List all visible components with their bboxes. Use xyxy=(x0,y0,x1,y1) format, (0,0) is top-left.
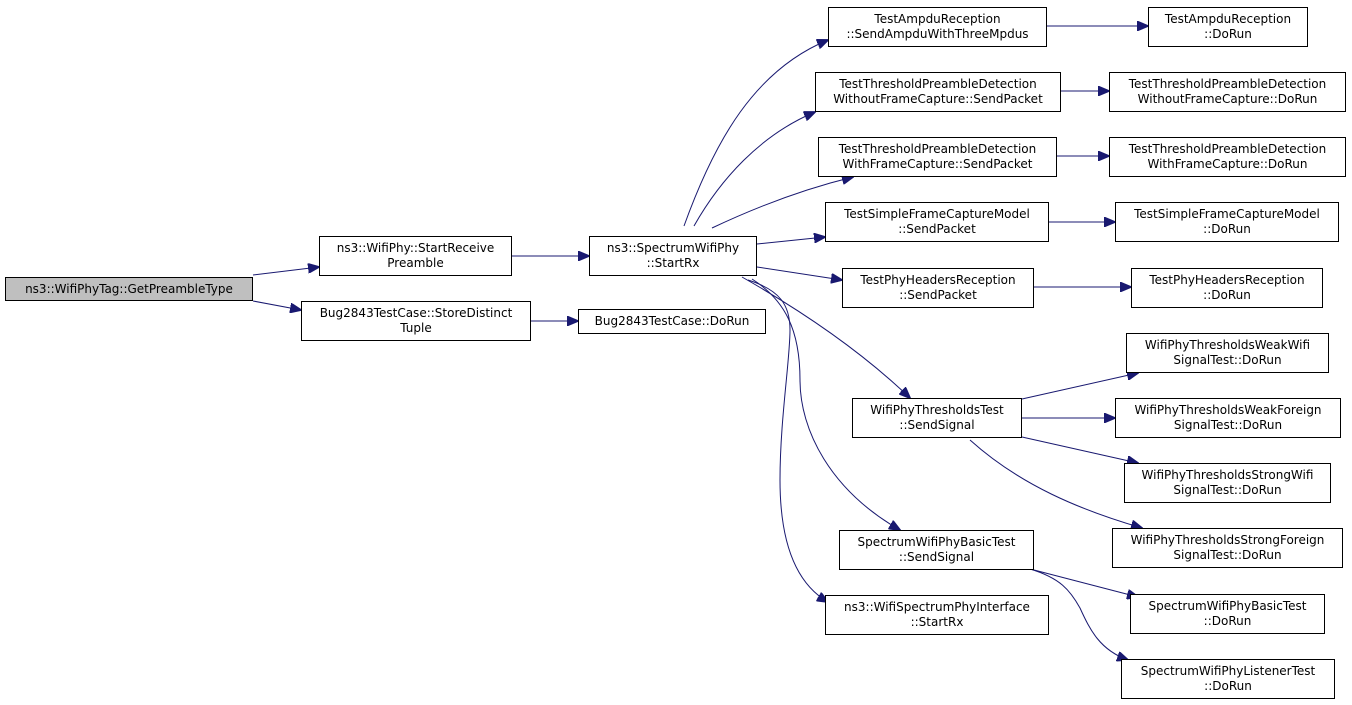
node-label-line: SpectrumWifiPhyBasicTest xyxy=(1148,599,1307,613)
node-wifiphy-startreceivepreamble[interactable]: ns3::WifiPhy::StartReceive Preamble xyxy=(319,236,512,276)
node-label-line: ::StartRx xyxy=(910,615,964,629)
node-phyheadersreception-sendpacket[interactable]: TestPhyHeadersReception ::SendPacket xyxy=(842,268,1034,308)
edge-swpbdorun-to-swpb xyxy=(1033,569,1138,597)
node-label-line: WithFrameCapture::SendPacket xyxy=(842,157,1033,171)
node-strongforeignsignaltest-dorun[interactable]: WifiPhyThresholdsStrongForeign SignalTes… xyxy=(1112,528,1343,568)
edge-strongwifi-to-wpt xyxy=(1021,436,1138,463)
node-label-line: ::SendPacket xyxy=(898,222,976,236)
edge-ampdu-to-startrx xyxy=(683,40,828,227)
node-label-line: SpectrumWifiPhyListenerTest xyxy=(1140,664,1316,678)
node-ampdu-dorun[interactable]: TestAmpduReception ::DoRun xyxy=(1148,7,1308,47)
node-label-line: ::StartRx xyxy=(646,256,700,270)
node-label-line: ns3::SpectrumWifiPhy xyxy=(606,241,740,255)
node-label-line: SignalTest::DoRun xyxy=(1173,353,1282,367)
node-label-line: ns3::WifiPhyTag::GetPreambleType xyxy=(25,281,233,296)
node-label-line: WithoutFrameCapture::SendPacket xyxy=(833,92,1043,106)
node-label-line: Preamble xyxy=(387,256,444,270)
node-thresholdpreamble-with-sendpacket[interactable]: TestThresholdPreambleDetection WithFrame… xyxy=(818,137,1057,177)
node-label-line: TestSimpleFrameCaptureModel xyxy=(844,207,1030,221)
node-label-line: TestThresholdPreambleDetection xyxy=(1128,142,1327,156)
node-label-line: ns3::WifiPhy::StartReceive xyxy=(336,241,495,255)
node-label-line: WithoutFrameCapture::DoRun xyxy=(1137,92,1318,106)
node-label-line: SignalTest::DoRun xyxy=(1173,418,1283,432)
node-label-line: WithFrameCapture::DoRun xyxy=(1147,157,1308,171)
node-label-line: Tuple xyxy=(400,321,432,335)
node-label-line: SpectrumWifiPhyBasicTest xyxy=(857,535,1016,549)
node-label-line: TestAmpduReception xyxy=(1164,12,1292,26)
node-label-line: WifiPhyThresholdsStrongForeign xyxy=(1130,533,1325,547)
edge-sfc-to-startrx xyxy=(756,237,825,245)
node-label-line: SignalTest::DoRun xyxy=(1173,548,1282,562)
node-strongwifisignaltest-dorun[interactable]: WifiPhyThresholdsStrongWifi SignalTest::… xyxy=(1124,463,1331,503)
node-label-line: TestThresholdPreambleDetection xyxy=(1128,77,1327,91)
node-label-line: ::SendSignal xyxy=(898,550,975,564)
node-label-line: TestPhyHeadersReception xyxy=(1149,273,1305,287)
node-bug2843-storedistincttuple[interactable]: Bug2843TestCase::StoreDistinct Tuple xyxy=(301,301,531,341)
node-phyheadersreception-dorun[interactable]: TestPhyHeadersReception ::DoRun xyxy=(1131,268,1323,308)
edge-thrwo-to-startrx xyxy=(693,112,815,227)
node-spectrumwifiphylistenertest-dorun[interactable]: SpectrumWifiPhyListenerTest ::DoRun xyxy=(1121,659,1335,699)
edge-startreceive-to-root xyxy=(252,267,319,276)
edge-wpt-to-startrx xyxy=(741,276,910,398)
edge-thrw-to-startrx xyxy=(711,177,853,229)
node-label-line: Bug2843TestCase::StoreDistinct xyxy=(319,306,513,320)
node-label-line: WifiPhyThresholdsTest xyxy=(870,403,1004,417)
node-label-line: WifiPhyThresholdsWeakForeign xyxy=(1134,403,1322,417)
node-label-line: ::DoRun xyxy=(1203,614,1252,628)
node-wifiphythresholdstest-sendsignal[interactable]: WifiPhyThresholdsTest ::SendSignal xyxy=(852,398,1022,438)
node-ampdu-sendampduwiththreempdus[interactable]: TestAmpduReception ::SendAmpduWithThreeM… xyxy=(828,7,1047,47)
node-label-line: Bug2843TestCase::DoRun xyxy=(594,314,750,328)
node-label-line: ::DoRun xyxy=(1203,288,1251,302)
node-label-line: ::SendSignal xyxy=(899,418,975,432)
node-label-line: TestSimpleFrameCaptureModel xyxy=(1134,207,1320,221)
node-label-line: TestThresholdPreambleDetection xyxy=(838,142,1037,156)
node-spectrumwifiphy-startrx[interactable]: ns3::SpectrumWifiPhy ::StartRx xyxy=(589,236,757,276)
node-label-line: ::DoRun xyxy=(1204,27,1252,41)
node-simpleframecapture-sendpacket[interactable]: TestSimpleFrameCaptureModel ::SendPacket xyxy=(825,202,1049,242)
node-simpleframecapture-dorun[interactable]: TestSimpleFrameCaptureModel ::DoRun xyxy=(1115,202,1339,242)
node-thresholdpreamble-with-dorun[interactable]: TestThresholdPreambleDetection WithFrame… xyxy=(1109,137,1346,177)
node-label-line: TestPhyHeadersReception xyxy=(860,273,1016,287)
node-label-line: ::DoRun xyxy=(1204,679,1252,693)
node-weakforeignsignaltest-dorun[interactable]: WifiPhyThresholdsWeakForeign SignalTest:… xyxy=(1115,398,1341,438)
node-label-line: TestAmpduReception xyxy=(874,12,1001,26)
edge-phh-to-startrx xyxy=(756,266,842,280)
node-wifiphytag-getpreambletype: ns3::WifiPhyTag::GetPreambleType xyxy=(5,277,253,301)
node-weakwifisignaltest-dorun[interactable]: WifiPhyThresholdsWeakWifi SignalTest::Do… xyxy=(1126,333,1329,373)
edge-strongforeign-to-wpt xyxy=(969,439,1142,528)
node-wifispectrumphyinterface-startrx[interactable]: ns3::WifiSpectrumPhyInterface ::StartRx xyxy=(825,595,1049,635)
node-label-line: ::SendAmpduWithThreeMpdus xyxy=(846,27,1029,41)
node-label-line: ::SendPacket xyxy=(899,288,977,302)
edge-storedistinct-to-root xyxy=(252,300,301,310)
node-label-line: TestThresholdPreambleDetection xyxy=(839,77,1037,91)
node-spectrumwifiphybasictest-dorun[interactable]: SpectrumWifiPhyBasicTest ::DoRun xyxy=(1130,594,1325,634)
node-bug2843-dorun[interactable]: Bug2843TestCase::DoRun xyxy=(578,309,766,334)
node-spectrumwifiphybasictest-sendsignal[interactable]: SpectrumWifiPhyBasicTest ::SendSignal xyxy=(839,530,1034,570)
node-label-line: SignalTest::DoRun xyxy=(1173,483,1282,497)
node-label-line: ns3::WifiSpectrumPhyInterface xyxy=(844,600,1030,614)
node-label-line: ::DoRun xyxy=(1203,222,1251,236)
node-thresholdpreamble-without-dorun[interactable]: TestThresholdPreambleDetection WithoutFr… xyxy=(1109,72,1346,112)
edge-swpldorun-to-swpb xyxy=(1029,568,1128,660)
node-label-line: WifiPhyThresholdsWeakWifi xyxy=(1144,338,1311,352)
edge-swpb-to-startrx xyxy=(751,278,900,530)
edge-weakwifi-to-wpt xyxy=(1021,373,1138,400)
edge-wspi-to-startrx xyxy=(747,279,828,602)
node-label-line: WifiPhyThresholdsStrongWifi xyxy=(1141,468,1314,482)
node-thresholdpreamble-without-sendpacket[interactable]: TestThresholdPreambleDetection WithoutFr… xyxy=(815,72,1061,112)
